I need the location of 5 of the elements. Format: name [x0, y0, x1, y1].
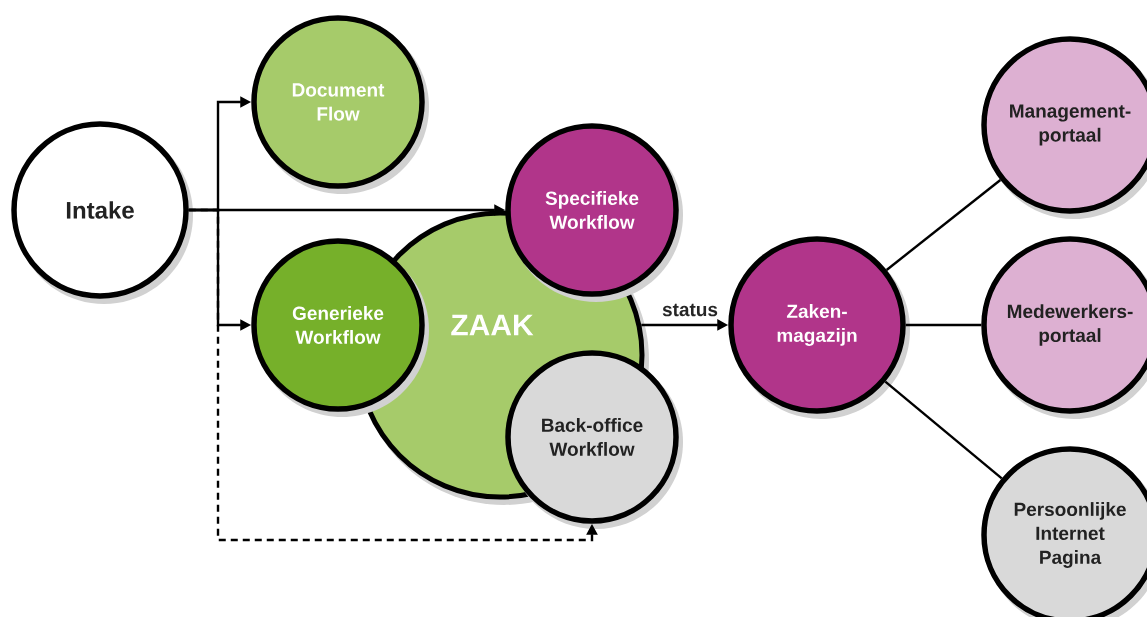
connector-line — [885, 179, 1002, 271]
arrow — [188, 208, 598, 542]
edge-label: status — [661, 302, 719, 318]
connector-line — [884, 380, 1003, 480]
connector-line — [905, 323, 982, 327]
